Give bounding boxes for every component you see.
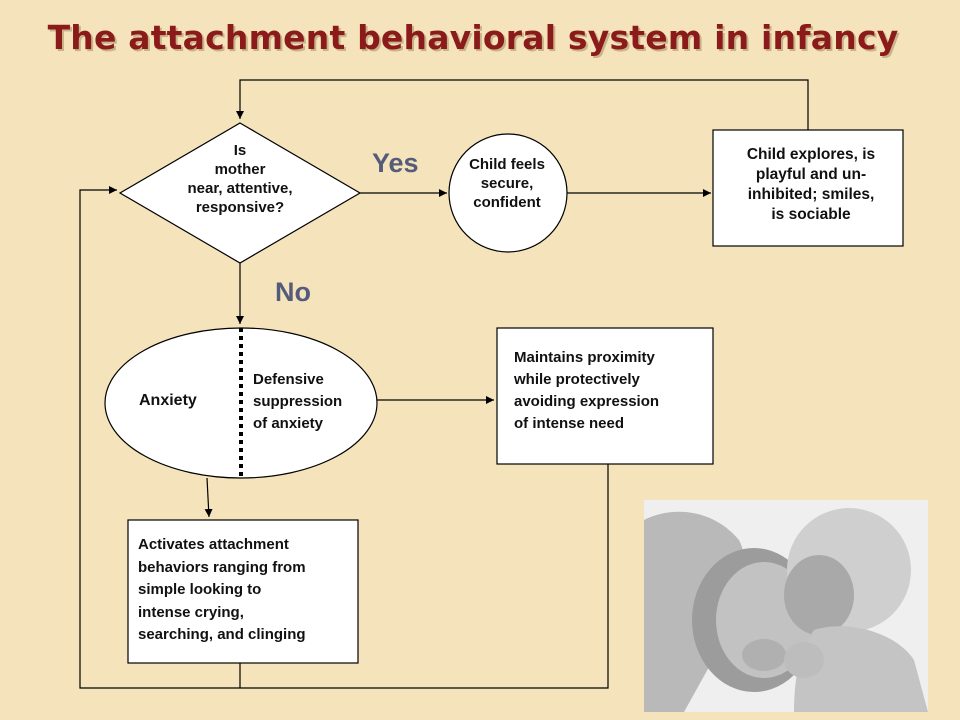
anxiety-label: Anxiety	[139, 392, 197, 409]
secure-line: Child feels	[469, 156, 545, 173]
maintains-text: Maintains proximity while protectively a…	[514, 347, 659, 435]
defensive-text: Defensive suppression of anxiety	[253, 369, 342, 435]
decision-text: Is mother near, attentive, responsive?	[160, 141, 320, 217]
secure-text: Child feels secure, confident	[452, 155, 562, 212]
maintains-line: avoiding expression	[514, 393, 660, 410]
decision-line: mother	[214, 161, 266, 178]
explores-box	[712, 129, 904, 247]
photo-illustration	[644, 500, 928, 712]
explores-line: is sociable	[771, 206, 851, 223]
decision-line: near, attentive,	[187, 180, 293, 197]
explores-line: playful and un-	[755, 166, 867, 183]
explores-line: inhibited; smiles,	[747, 186, 875, 203]
mother-infant-photo	[644, 500, 928, 712]
explores-line: Child explores, is	[746, 146, 876, 163]
yes-label: Yes	[372, 148, 419, 178]
activates-line: Activates attachment	[138, 536, 289, 553]
maintains-box	[496, 327, 714, 465]
activates-text: Activates attachment behaviors ranging f…	[138, 534, 306, 647]
maintains-line: while protectively	[514, 371, 640, 388]
activates-line: simple looking to	[138, 581, 262, 598]
secure-line: confident	[473, 194, 541, 211]
decision-line: Is	[233, 142, 247, 159]
maintains-line: Maintains proximity	[514, 349, 655, 366]
explores-text: Child explores, is playful and un- inhib…	[718, 145, 904, 225]
activates-line: searching, and clinging	[138, 626, 306, 643]
connectors	[79, 79, 809, 689]
secure-line: secure,	[480, 175, 534, 192]
defensive-line: of anxiety	[253, 415, 324, 432]
activates-box	[127, 519, 359, 664]
defensive-line: Defensive	[253, 371, 324, 388]
decision-line: responsive?	[195, 199, 285, 216]
defensive-line: suppression	[253, 393, 343, 410]
activates-line: intense crying,	[138, 603, 244, 621]
no-label: No	[275, 277, 311, 307]
maintains-line: of intense need	[514, 415, 625, 432]
page-title: The attachment behavioral system in infa…	[47, 18, 899, 57]
activates-line: behaviors ranging from	[138, 558, 306, 576]
